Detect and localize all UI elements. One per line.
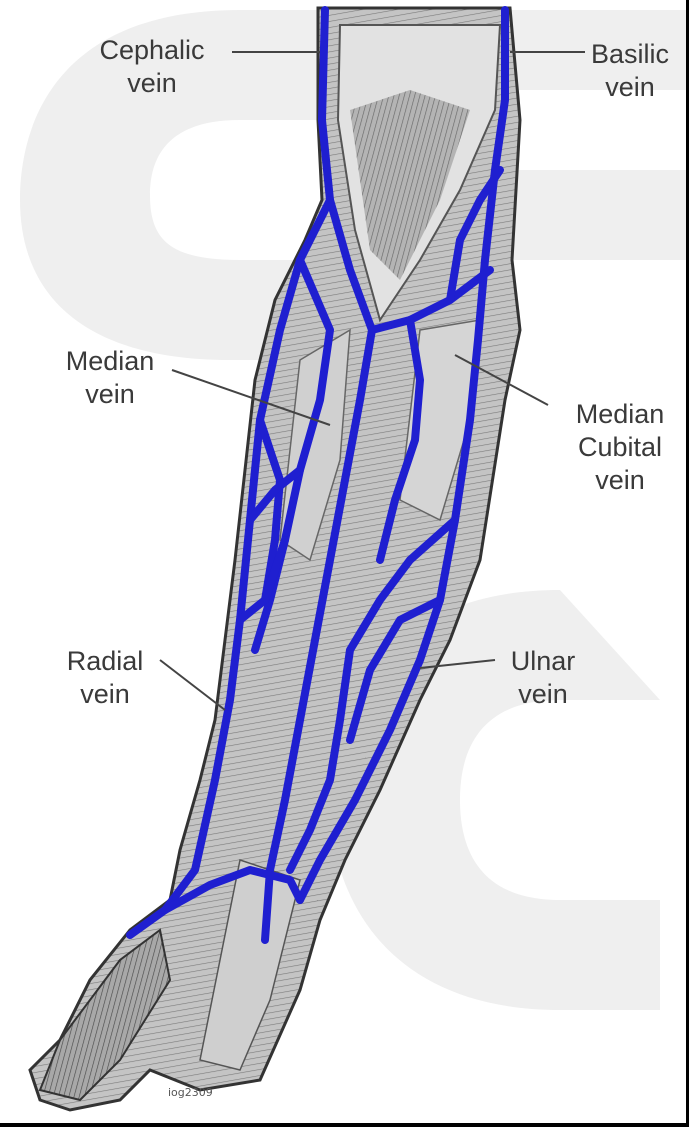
label-median-cubital-line3: vein [555,464,685,497]
label-median-cubital-line2: Cubital [555,431,685,464]
bottom-border [0,1123,689,1127]
label-ulnar-vein: Ulnar vein [488,645,598,711]
label-ulnar-line1: Ulnar [488,645,598,678]
label-median-line1: Median [40,345,180,378]
label-median-cubital-line1: Median [555,398,685,431]
label-radial-vein: Radial vein [45,645,165,711]
label-median-cubital-vein: Median Cubital vein [555,398,685,497]
label-cephalic-vein: Cephalic vein [72,34,232,100]
label-basilic-vein: Basilic vein [578,38,682,104]
label-ulnar-line2: vein [488,678,598,711]
label-radial-line1: Radial [45,645,165,678]
label-basilic-line1: Basilic [578,38,682,71]
label-cephalic-line2: vein [72,67,232,100]
label-radial-line2: vein [45,678,165,711]
artist-signature: iog2309 [168,1086,213,1099]
label-median-vein: Median vein [40,345,180,411]
label-median-line2: vein [40,378,180,411]
label-cephalic-line1: Cephalic [72,34,232,67]
label-basilic-line2: vein [578,71,682,104]
